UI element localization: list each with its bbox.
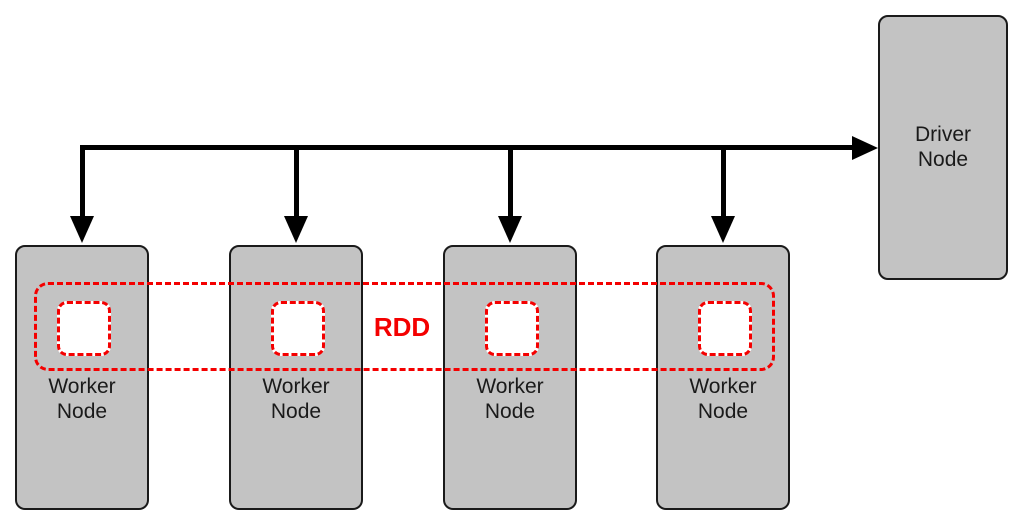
down-arrowhead-icon [711, 216, 735, 243]
worker-node-3: Worker Node [443, 245, 577, 510]
worker-node-label: Worker Node [48, 375, 116, 423]
connector-drop-line-4 [721, 145, 726, 217]
connector-drop-line-1 [80, 145, 85, 217]
rdd-partition-3 [485, 301, 539, 356]
worker-node-label: Worker Node [262, 375, 330, 423]
rdd-boundary [34, 282, 775, 371]
down-arrowhead-icon [284, 216, 308, 243]
rdd-partition-1 [57, 301, 111, 356]
rdd-partition-4 [698, 301, 752, 356]
connector-bus-line [80, 145, 852, 150]
connector-drop-line-3 [508, 145, 513, 217]
rdd-partition-2 [271, 301, 325, 356]
rdd-label: RDD [373, 312, 431, 342]
down-arrowhead-icon [70, 216, 94, 243]
worker-node-2: Worker Node [229, 245, 363, 510]
right-arrowhead-icon [852, 136, 878, 160]
driver-node: Driver Node [878, 15, 1008, 280]
worker-node-1: Worker Node [15, 245, 149, 510]
down-arrowhead-icon [498, 216, 522, 243]
worker-node-label: Worker Node [689, 375, 757, 423]
driver-node-label: Driver Node [915, 122, 971, 171]
worker-node-label: Worker Node [476, 375, 544, 423]
connector-drop-line-2 [294, 145, 299, 217]
